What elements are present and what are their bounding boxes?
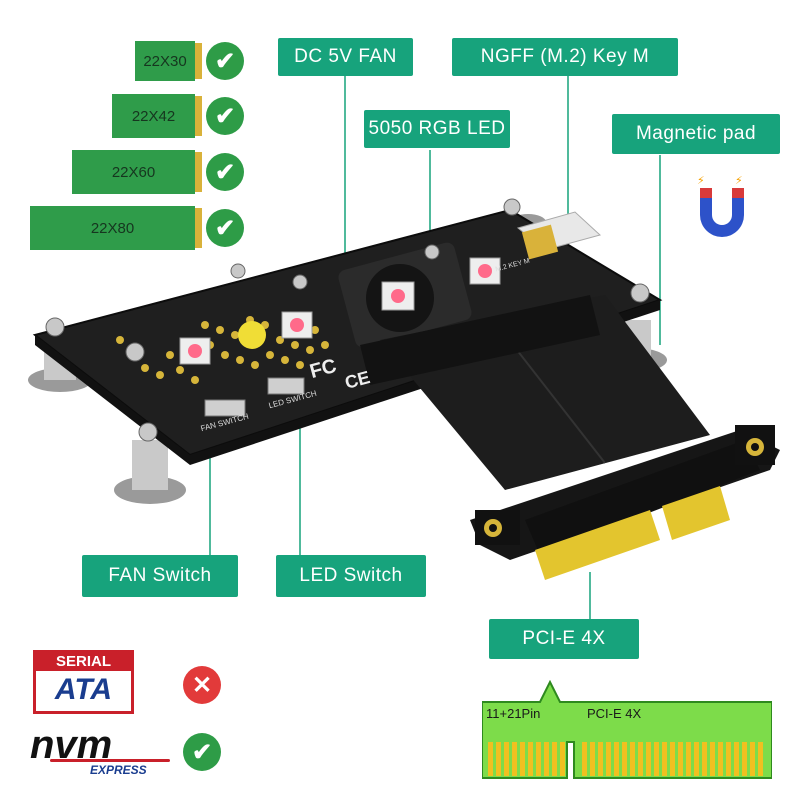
fan-icon [338,242,472,348]
size-label: 22X80 [90,219,135,237]
label-rgb-led: 5050 RGB LED [364,110,510,148]
check-icon: ✔ [206,153,244,191]
nvm-text: nvm [30,723,113,767]
label-dc-fan: DC 5V FAN [278,38,413,76]
size-label: 22X60 [111,163,156,181]
label-magnetic-pad: Magnetic pad [612,114,780,154]
serial-ata-logo: SERIAL ATA [33,650,134,714]
check-icon: ✔ [206,42,244,80]
pin-diagram: 11+21Pin PCI-E 4X [482,680,772,780]
label-fan-switch: FAN Switch [82,555,238,597]
nvm-express-logo: nvm EXPRESS [30,723,170,780]
size-card-2260: 22X60 [72,150,202,194]
size-card-2280: 22X80 [30,206,202,250]
pcie-connector [470,425,780,580]
svg-text:⚡: ⚡ [735,174,743,187]
ata-text: ATA [54,673,113,706]
size-label: 22X42 [131,107,176,125]
pin-left-label: 11+21Pin [486,706,541,721]
svg-text:⚡: ⚡ [697,174,705,187]
pin-right-label: PCI-E 4X [587,706,642,721]
magnet-icon: ⚡ ⚡ [697,174,744,237]
label-ngff: NGFF (M.2) Key M [452,38,678,76]
check-icon: ✔ [206,209,244,247]
check-icon: ✔ [206,97,244,135]
rgb-leds [179,257,501,365]
screws [45,198,650,442]
size-card-2230: 22X30 [135,41,202,81]
close-icon: ✕ [183,666,221,704]
express-text: EXPRESS [90,763,147,777]
serial-text: SERIAL [36,653,131,671]
label-led-switch: LED Switch [276,555,426,597]
size-label: 22X30 [143,52,187,70]
check-icon: ✔ [183,733,221,771]
size-card-2242: 22X42 [112,94,202,138]
label-pcie-4x: PCI-E 4X [489,619,639,659]
